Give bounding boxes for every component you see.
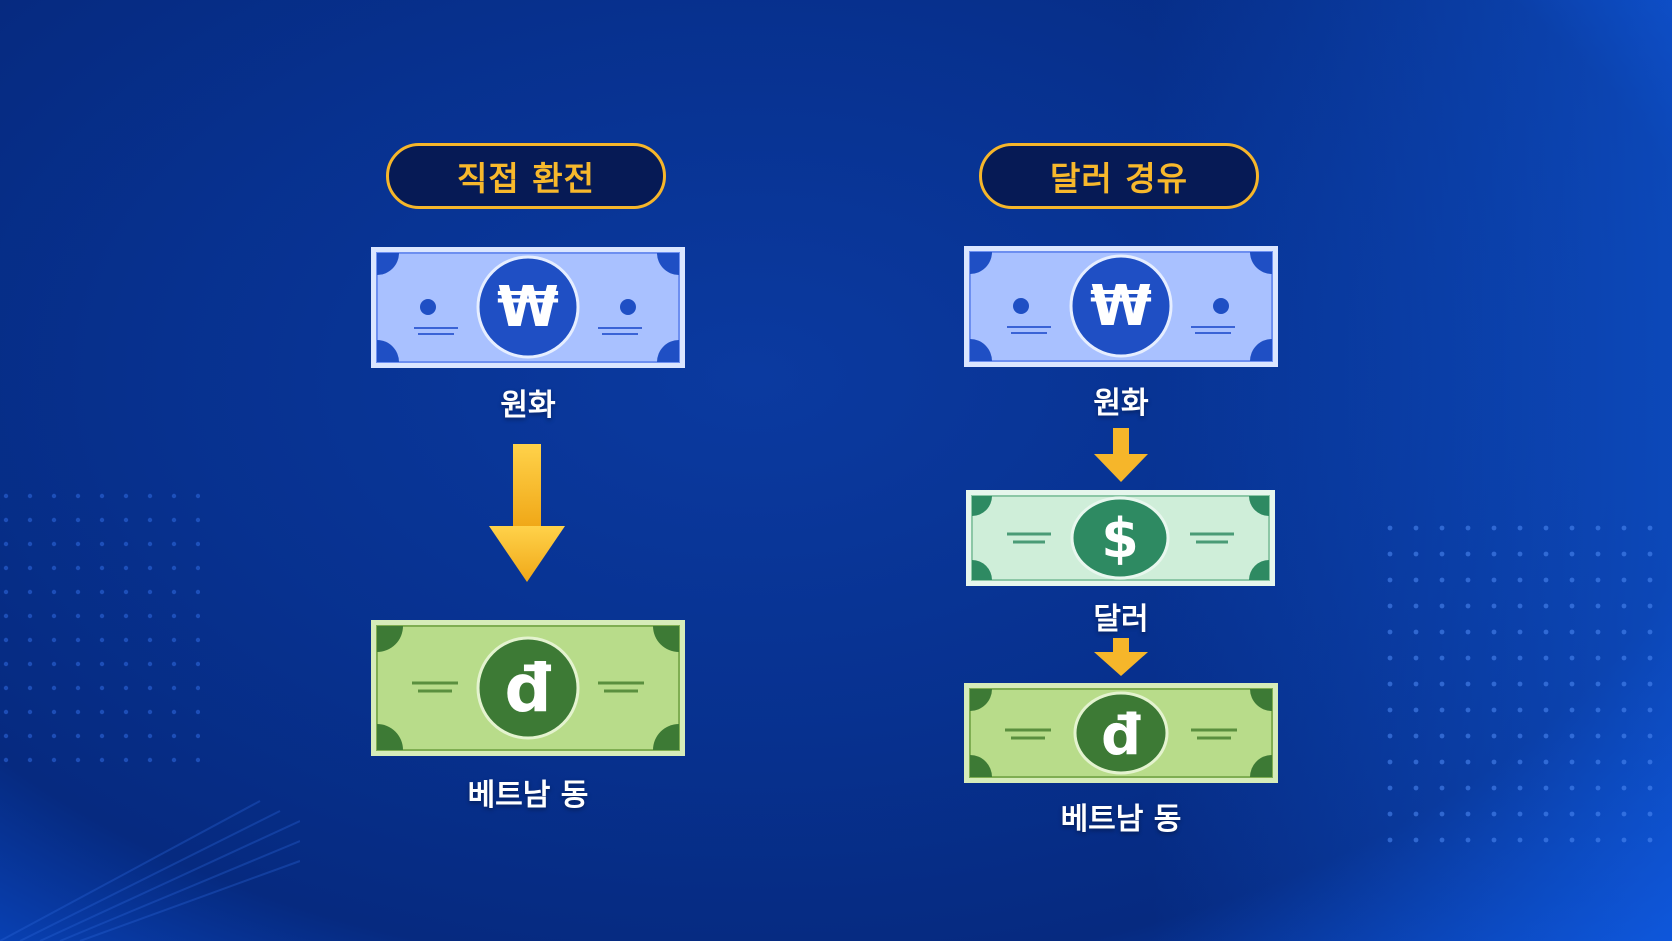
via-dollar-title: 달러 경유 bbox=[979, 143, 1259, 209]
down-arrow-icon bbox=[1094, 428, 1148, 482]
won-banknote: ₩ bbox=[964, 246, 1278, 367]
via-dollar-label: 달러 bbox=[1093, 602, 1149, 637]
dong-symbol: đ bbox=[504, 650, 551, 727]
won-symbol: ₩ bbox=[1090, 274, 1152, 339]
dollar-symbol: $ bbox=[1101, 507, 1139, 570]
via-dong-label: 베트남 동 bbox=[1060, 802, 1182, 837]
dong-symbol: đ bbox=[1101, 703, 1141, 768]
dollar-banknote: $ bbox=[966, 490, 1275, 586]
decorative-dot-grid-left bbox=[0, 490, 200, 770]
via-won-label: 원화 bbox=[1093, 386, 1149, 421]
direct-won-label: 원화 bbox=[500, 388, 556, 423]
decorative-dot-grid-right bbox=[1382, 520, 1672, 850]
direct-dong-label: 베트남 동 bbox=[467, 778, 589, 813]
won-symbol: ₩ bbox=[497, 275, 559, 340]
won-banknote: ₩ bbox=[371, 247, 685, 368]
down-arrow-icon bbox=[489, 444, 565, 582]
dong-banknote: đ bbox=[371, 620, 685, 756]
down-arrow-icon bbox=[1094, 638, 1148, 676]
decorative-light-streaks bbox=[0, 800, 300, 941]
direct-exchange-title: 직접 환전 bbox=[386, 143, 666, 209]
dong-banknote: đ bbox=[964, 683, 1278, 783]
